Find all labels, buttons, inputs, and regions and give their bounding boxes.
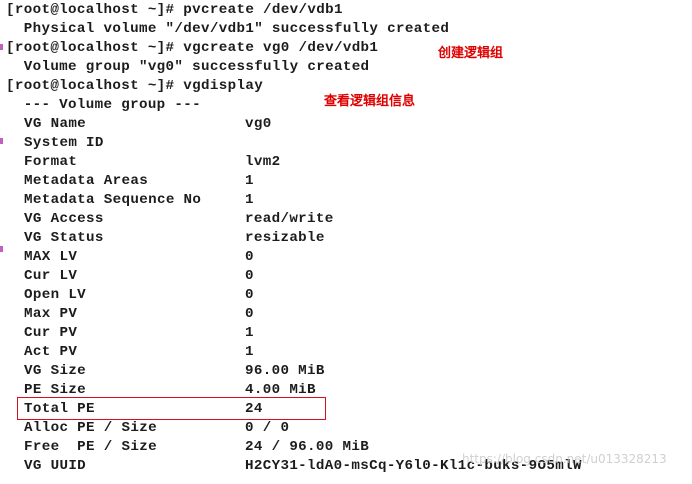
- vg-row: VG Name vg0: [24, 115, 271, 134]
- vg-key: VG Name: [24, 116, 87, 132]
- watermark: https://blog.csdn.net/u013328213: [462, 452, 667, 466]
- vg-value: H2CY31-ldA0-msCq-Y6l0-Kl1c-buks-9O5mlW: [245, 458, 582, 474]
- vg-row: Metadata Areas 1: [24, 172, 254, 191]
- vg-key: MAX LV: [24, 249, 78, 265]
- vg-row: Alloc PE / Size 0 / 0: [24, 419, 289, 438]
- vg-value: 0: [245, 249, 254, 265]
- vg-value: 1: [245, 173, 254, 189]
- vg-row: Cur PV 1: [24, 324, 254, 343]
- total-pe-highlight-box: [17, 397, 326, 420]
- vg-row: VG Size 96.00 MiB: [24, 362, 324, 381]
- output-vgcreate: Volume group "vg0" successfully created: [6, 59, 370, 75]
- vg-key: Act PV: [24, 344, 78, 360]
- edge-mark: [0, 138, 3, 144]
- vg-value: lvm2: [245, 154, 281, 170]
- vg-key: Max PV: [24, 306, 78, 322]
- vg-value: resizable: [245, 230, 325, 246]
- vg-row: Open LV 0: [24, 286, 254, 305]
- vg-key: Format: [24, 154, 78, 170]
- vg-key: VG Status: [24, 230, 104, 246]
- vg-row: VG Access read/write: [24, 210, 333, 229]
- vg-key: VG Access: [24, 211, 104, 227]
- vg-row: VG Status resizable: [24, 229, 324, 248]
- vg-key: Free PE / Size: [24, 439, 157, 455]
- vg-value: 24 / 96.00 MiB: [245, 439, 370, 455]
- annotation-create-vg: 创建逻辑组: [438, 46, 504, 61]
- annotation-view-vg: 查看逻辑组信息: [324, 94, 416, 109]
- vg-value: 0 / 0: [245, 420, 290, 436]
- vg-value: vg0: [245, 116, 272, 132]
- vg-row: MAX LV 0: [24, 248, 254, 267]
- vg-value: 1: [245, 192, 254, 208]
- output-pvcreate: Physical volume "/dev/vdb1" successfully…: [6, 21, 450, 37]
- vg-value: 24: [245, 401, 263, 417]
- vg-value: 1: [245, 325, 254, 341]
- vg-row: Metadata Sequence No 1: [24, 191, 254, 210]
- prompt-vgcreate: [root@localhost ~]# vgcreate vg0 /dev/vd…: [6, 40, 379, 56]
- vg-key: Cur PV: [24, 325, 78, 341]
- vg-key: Metadata Sequence No: [24, 192, 202, 208]
- vg-value: 4.00 MiB: [245, 382, 316, 398]
- vg-row: System ID: [24, 134, 104, 153]
- vg-key: Metadata Areas: [24, 173, 149, 189]
- vg-row: Free PE / Size 24 / 96.00 MiB: [24, 438, 369, 457]
- vg-value: 1: [245, 344, 254, 360]
- vg-row-total-pe: Total PE 24: [24, 400, 262, 419]
- vg-value: 0: [245, 306, 254, 322]
- vg-row: PE Size 4.00 MiB: [24, 381, 316, 400]
- vg-key: Open LV: [24, 287, 87, 303]
- vg-key: Alloc PE / Size: [24, 420, 157, 436]
- vg-key: PE Size: [24, 382, 87, 398]
- vg-key: VG Size: [24, 363, 87, 379]
- edge-mark: [0, 246, 3, 252]
- vg-row: Act PV 1: [24, 343, 254, 362]
- vg-row-uuid: VG UUID H2CY31-ldA0-msCq-Y6l0-Kl1c-buks-9…: [24, 457, 581, 476]
- vg-row: Cur LV 0: [24, 267, 254, 286]
- vg-row: Format lvm2: [24, 153, 280, 172]
- vg-value: 96.00 MiB: [245, 363, 325, 379]
- vg-row: Max PV 0: [24, 305, 254, 324]
- vg-value: 0: [245, 268, 254, 284]
- vg-key: Total PE: [24, 401, 95, 417]
- vg-value: 0: [245, 287, 254, 303]
- vgdisplay-header: --- Volume group ---: [6, 97, 202, 113]
- edge-mark: [0, 44, 3, 50]
- vg-key: VG UUID: [24, 458, 87, 474]
- vg-value: read/write: [245, 211, 334, 227]
- vg-key: Cur LV: [24, 268, 78, 284]
- vg-key: System ID: [24, 135, 104, 151]
- prompt-vgdisplay: [root@localhost ~]# vgdisplay: [6, 78, 264, 94]
- prompt-pvcreate: [root@localhost ~]# pvcreate /dev/vdb1: [6, 2, 343, 18]
